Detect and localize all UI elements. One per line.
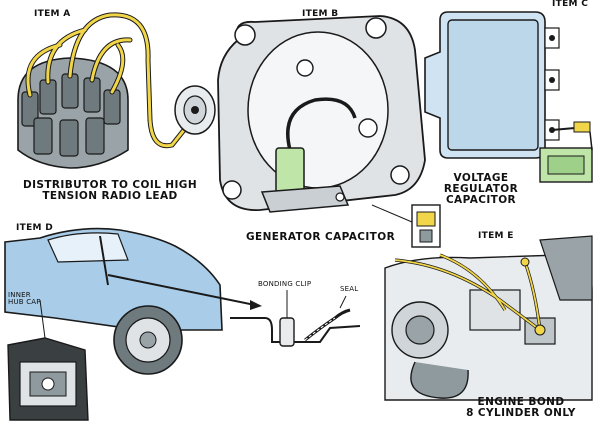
item-c-caption: VOLTAGE REGULATOR CAPACITOR [436,172,526,207]
engine-illustration [384,235,593,401]
item-b-header: ITEM B [302,9,339,19]
item-a-header: ITEM A [34,9,71,19]
bonding-clip-label: BONDING CLIP [258,280,312,288]
item-e-header: ITEM E [478,231,514,241]
item-c-caption-line2: REGULATOR [443,183,519,196]
item-b-caption: GENERATOR CAPACITOR [246,231,396,243]
item-e-caption-line2: 8 CYLINDER ONLY [466,407,576,420]
item-a-caption: DISTRIBUTOR TO COIL HIGH TENSION RADIO L… [10,179,210,203]
generator-illustration [217,15,441,248]
distributor-illustration [17,12,216,169]
item-c-caption-line3: CAPACITOR [445,194,517,207]
item-e-caption: ENGINE BOND 8 CYLINDER ONLY [456,396,586,420]
inner-hub-cap-line1: INNER [8,291,31,299]
item-d-header: ITEM D [16,223,53,233]
inner-hub-cap-label: INNER HUB CAP [8,291,41,307]
voltage-regulator-illustration [424,11,593,183]
item-e-caption-line1: ENGINE BOND [477,396,565,408]
item-a-caption-line1: DISTRIBUTOR TO COIL HIGH [22,179,198,191]
item-c-header: ITEM C [552,0,589,9]
seal-label: SEAL [340,285,359,293]
item-a-caption-line2: TENSION RADIO LEAD [42,190,178,203]
item-c-caption-line1: VOLTAGE [453,172,509,184]
bonding-clip-illustration [230,290,361,347]
inner-hub-cap-line2: HUB CAP [8,298,41,307]
car-illustration [4,227,262,421]
